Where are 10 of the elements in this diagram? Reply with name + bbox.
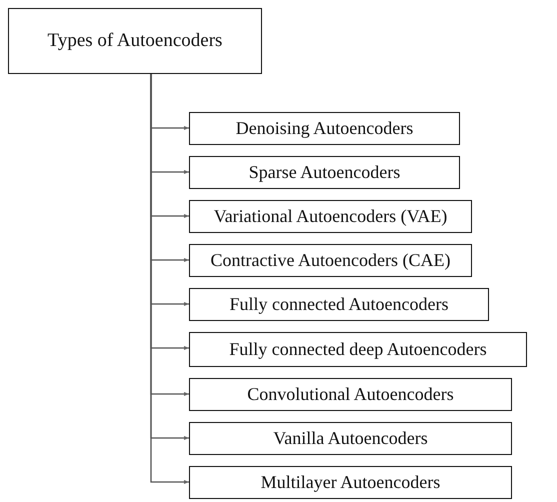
type-box: Multilayer Autoencoders [189,466,512,499]
type-box: Convolutional Autoencoders [189,378,512,411]
type-box: Variational Autoencoders (VAE) [189,200,472,233]
type-box: Fully connected Autoencoders [189,288,489,321]
type-box: Vanilla Autoencoders [189,422,512,455]
type-box: Fully connected deep Autoencoders [189,332,527,367]
type-box: Denoising Autoencoders [189,112,460,145]
type-box: Contractive Autoencoders (CAE) [189,244,472,277]
root-box: Types of Autoencoders [8,8,262,74]
type-box: Sparse Autoencoders [189,156,460,189]
